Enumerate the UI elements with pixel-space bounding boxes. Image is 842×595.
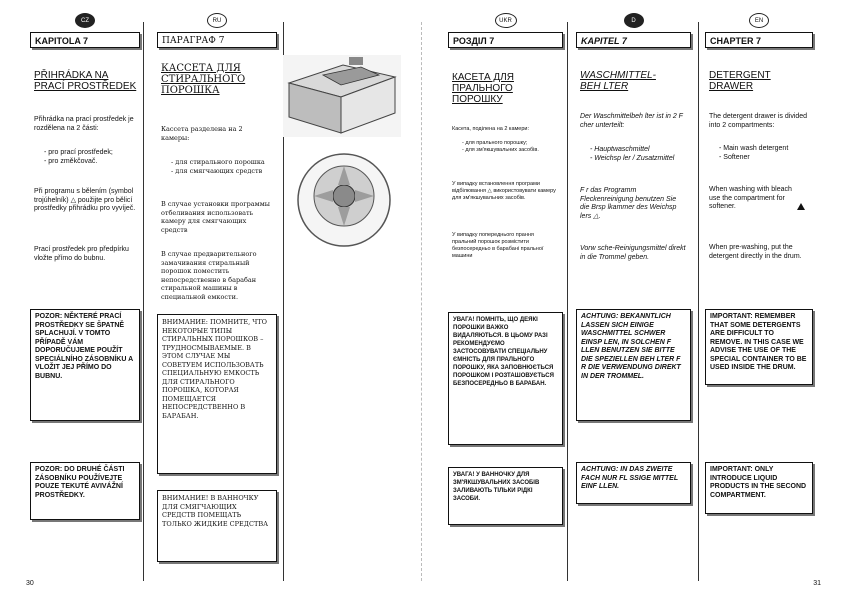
title-line: BEH LTER xyxy=(580,81,629,92)
warning-box: УВАГА! У ВАННОЧКУ ДЛЯ ЗМ'ЯКШУВАЛЬНИХ ЗАС… xyxy=(448,467,563,525)
warning-box: ВНИМАНИЕ: ПОМНИТЕ, ЧТО НЕКОТОРЫЕ ТИПЫ СТ… xyxy=(157,314,277,474)
warning-triangle-icon xyxy=(797,203,805,210)
compartment-list: Main wash detergent Softener xyxy=(719,145,809,162)
divider-line xyxy=(567,22,568,581)
section-title: WASCHMITTEL- BEH LTER xyxy=(580,70,656,92)
column-de: D KAPITEL 7 WASCHMITTEL- BEH LTER Der Wa… xyxy=(576,0,691,595)
list-item: для прального порошку; xyxy=(462,140,559,147)
prewash-text: Prací prostředek pro předpírku vložte př… xyxy=(34,246,129,262)
warning-box: POZOR: DO DRUHÉ ČÁSTI ZÁSOBNÍKU POUŽÍVEJ… xyxy=(30,462,140,520)
chapter-header: ПАРАГРАФ 7 xyxy=(157,32,277,48)
column-en: EN CHAPTER 7 DETERGENT DRAWER The deterg… xyxy=(705,0,821,595)
intro-text: Касета, поділена на 2 камери: xyxy=(452,126,529,132)
flag-cz-icon: CZ xyxy=(75,13,95,28)
page-number: 30 xyxy=(26,580,34,587)
list-item: pro změkčovač. xyxy=(44,158,136,167)
divider-line xyxy=(698,22,699,581)
intro-text: Кассета разделена на 2 камеры: xyxy=(161,125,243,142)
title-line: ПОРОШКУ xyxy=(452,94,503,105)
title-line: DRAWER xyxy=(709,81,754,92)
page-number: 31 xyxy=(813,580,821,587)
list-item: Weichsp ler / Zusatzmittel xyxy=(590,155,687,164)
prewash-text: Vorw sche-Reinigungsmittel direkt in die… xyxy=(580,245,686,261)
title-line: СТИРАЛЬНОГО xyxy=(161,74,246,85)
intro-text: The detergent drawer is divided into 2 c… xyxy=(709,113,808,129)
warning-box: POZOR: NĚKTERÉ PRACÍ PROSTŘEDKY SE ŠPATN… xyxy=(30,309,140,421)
section-title: КАСЕТА ДЛЯ ПРАЛЬНОГО ПОРОШКУ xyxy=(452,72,514,105)
warning-box: ACHTUNG: BEKANNTLICH LASSEN SICH EINIGE … xyxy=(576,309,691,421)
list-item: для зм'якшувальних засобів. xyxy=(462,147,559,154)
intro-text: Přihrádka na prací prostředek je rozděle… xyxy=(34,116,134,132)
list-item: Main wash detergent xyxy=(719,145,809,154)
list-item: Hauptwaschmittel xyxy=(590,146,687,155)
list-item: Softener xyxy=(719,154,809,163)
title-line: WASCHMITTEL- xyxy=(580,70,656,81)
bleach-text: F r das Programm Fleckenreinigung benutz… xyxy=(580,187,677,220)
warning-box: ВНИМАНИЕ! В ВАННОЧКУ ДЛЯ СМЯГЧАЮЩИХ СРЕД… xyxy=(157,490,277,562)
warning-box: ACHTUNG: IN DAS ZWEITE FACH NUR FL SSIGE… xyxy=(576,462,691,504)
bleach-text: В случае установки программы отбеливания… xyxy=(161,200,270,234)
bleach-text: When washing with bleach use the compart… xyxy=(709,186,792,210)
column-cz: CZ KAPITOLA 7 PŘIHRÁDKA NA PRACÍ PROSTŘE… xyxy=(26,0,140,595)
title-line: PŘIHRÁDKA NA xyxy=(34,70,109,81)
flag-ru-icon: RU xyxy=(207,13,227,28)
title-line: PRACÍ PROSTŘEDEK xyxy=(34,81,137,92)
divider-line xyxy=(143,22,144,581)
prewash-text: When pre-washing, put the detergent dire… xyxy=(709,244,802,260)
title-line: ПРАЛЬНОГО xyxy=(452,83,513,94)
list-item: для смягчающих средств xyxy=(171,167,273,176)
chapter-header: РОЗДІЛ 7 xyxy=(448,32,563,48)
divider-line xyxy=(283,22,284,581)
chapter-header: KAPITEL 7 xyxy=(576,32,691,48)
flag-en-icon: EN xyxy=(749,13,769,28)
prewash-text: В случае предварительного замачивания ст… xyxy=(161,250,257,301)
section-title: КАССЕТА ДЛЯ СТИРАЛЬНОГО ПОРОШКА xyxy=(161,63,245,96)
warning-box: УВАГА! ПОМНІТЬ, ЩО ДЕЯКІ ПОРОШКИ ВАЖКО В… xyxy=(448,312,563,445)
compartment-list: для стирального порошка для смягчающих с… xyxy=(171,158,273,175)
warning-box: IMPORTANT: REMEMBER THAT SOME DETERGENTS… xyxy=(705,309,813,385)
compartment-list: Hauptwaschmittel Weichsp ler / Zusatzmit… xyxy=(590,146,687,163)
drum-knob-image xyxy=(297,153,391,247)
detergent-drawer-image xyxy=(283,55,401,137)
title-line: DETERGENT xyxy=(709,70,771,81)
list-item: для стирального порошка xyxy=(171,158,273,167)
divider-line xyxy=(421,22,422,581)
column-ru: RU ПАРАГРАФ 7 КАССЕТА ДЛЯ СТИРАЛЬНОГО ПО… xyxy=(157,0,277,595)
bleach-text: У випадку встановлення програми відбілюв… xyxy=(452,181,556,201)
list-item: pro prací prostředek; xyxy=(44,149,136,158)
intro-text: Der Waschmittelbeh lter ist in 2 F cher … xyxy=(580,113,683,129)
section-title: PŘIHRÁDKA NA PRACÍ PROSTŘEDEK xyxy=(34,70,136,92)
chapter-header: CHAPTER 7 xyxy=(705,32,813,48)
compartment-list: для прального порошку; для зм'якшувальни… xyxy=(462,140,559,154)
chapter-header: KAPITOLA 7 xyxy=(30,32,140,48)
title-line: ПОРОШКА xyxy=(161,85,220,96)
title-line: КАССЕТА ДЛЯ xyxy=(161,63,241,74)
prewash-text: У випадку попереднього прання пральний п… xyxy=(452,232,544,259)
column-ukr: UKR РОЗДІЛ 7 КАСЕТА ДЛЯ ПРАЛЬНОГО ПОРОШК… xyxy=(448,0,563,595)
bleach-text: Při programu s bělením (symbol trojúheln… xyxy=(34,188,136,212)
compartment-list: pro prací prostředek; pro změkčovač. xyxy=(44,149,136,166)
section-title: DETERGENT DRAWER xyxy=(709,70,771,92)
flag-de-icon: D xyxy=(623,13,644,28)
title-line: КАСЕТА ДЛЯ xyxy=(452,72,514,83)
flag-ukr-icon: UKR xyxy=(494,13,517,28)
warning-box: IMPORTANT: ONLY INTRODUCE LIQUID PRODUCT… xyxy=(705,462,813,514)
